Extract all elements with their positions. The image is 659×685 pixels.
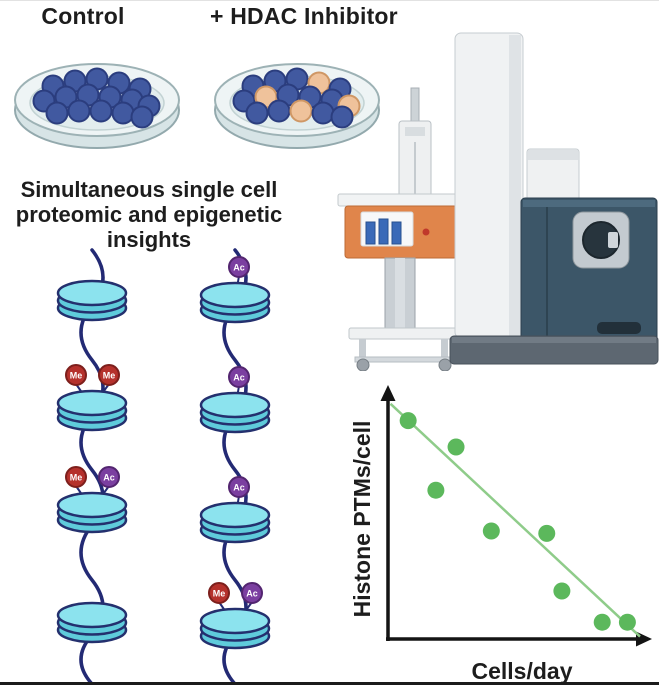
dish-cells-hdac — [232, 67, 361, 129]
nucleosome: Me Ac — [56, 466, 128, 534]
solvent-bottle — [391, 221, 402, 245]
hdac-dish — [214, 63, 380, 149]
scatter-plot: Histone PTMs/cell Cells/day — [350, 385, 652, 684]
nucleosome: Me Me — [56, 364, 128, 432]
mark-label: Ac — [246, 589, 258, 599]
treated-cell — [289, 99, 313, 123]
mark-label: Ac — [233, 263, 245, 273]
solvent-bottle — [365, 221, 376, 245]
cell — [89, 99, 113, 123]
ms-tower-shade — [509, 35, 521, 336]
lc-tower-window — [405, 127, 425, 136]
cart-leg — [441, 339, 448, 361]
trend-line — [389, 402, 641, 638]
mark-label: Ac — [103, 473, 115, 483]
cart-top — [348, 327, 460, 340]
control-label: Control — [41, 3, 125, 29]
mark-label: Ac — [233, 483, 245, 493]
ms-inlet-port — [582, 221, 620, 259]
acetyl-mark — [228, 366, 250, 388]
lc-autosampler — [337, 87, 461, 371]
hdac-inhibitor-label: + HDAC Inhibitor — [210, 3, 398, 29]
caption-line: Simultaneous single cell — [20, 177, 278, 202]
data-point — [593, 613, 611, 631]
acetyl-mark — [241, 582, 263, 604]
ms-body-top-strip — [523, 200, 655, 207]
methyl-mark — [208, 582, 230, 604]
lc-indicator-light — [422, 228, 430, 236]
nucleosome-disk — [56, 491, 128, 519]
cell — [45, 101, 69, 125]
nucleosome-disk — [199, 607, 271, 635]
cell — [130, 105, 154, 129]
data-point — [553, 582, 571, 600]
instruments-illustration — [337, 32, 659, 371]
lc-piston — [410, 87, 420, 127]
dish-cells-control — [32, 67, 161, 129]
data-point — [427, 481, 445, 499]
y-axis-label: Histone PTMs/cell — [350, 421, 375, 618]
nucleosome-disk — [199, 391, 271, 419]
cell — [67, 99, 91, 123]
ms-vent — [597, 322, 641, 334]
nucleosome-disk — [199, 281, 271, 309]
lc-shelf — [337, 193, 461, 207]
cart-wheel — [356, 358, 370, 371]
mass-spectrometer — [449, 32, 659, 365]
data-point — [482, 522, 500, 540]
solvent-bottle — [378, 218, 389, 245]
nucleosome: Me Ac — [199, 582, 271, 650]
cell — [267, 99, 291, 123]
nucleosome-disk — [199, 501, 271, 529]
petri-dishes — [14, 63, 380, 149]
mark-label: Me — [213, 589, 226, 599]
cart-wheel — [438, 358, 452, 371]
data-point — [447, 438, 465, 456]
nucleosome: Ac — [199, 476, 271, 544]
mark-label: Me — [70, 473, 83, 483]
acetyl-mark — [98, 466, 120, 488]
data-point — [618, 613, 636, 631]
x-axis-label: Cells/day — [472, 658, 573, 684]
cart-leg — [359, 339, 366, 361]
acetyl-mark — [228, 256, 250, 278]
control-dish — [14, 63, 180, 149]
cell — [245, 101, 269, 125]
ms-base-highlight — [452, 337, 656, 343]
nucleosome — [56, 279, 128, 322]
ms-port-detail — [608, 232, 618, 248]
methyl-mark — [65, 364, 87, 386]
data-point — [538, 524, 556, 542]
nucleosome: Ac — [199, 256, 271, 324]
caption-line: proteomic and epigenetic — [15, 202, 283, 227]
nucleosome-disk — [56, 279, 128, 307]
nucleosome — [56, 601, 128, 644]
mark-label: Ac — [233, 373, 245, 383]
ms-top-module-face — [528, 150, 578, 160]
mark-label: Me — [103, 371, 116, 381]
nucleosome-disk — [56, 389, 128, 417]
cell — [330, 105, 354, 129]
insights-caption: Simultaneous single cell proteomic and e… — [2, 177, 296, 252]
methyl-mark — [98, 364, 120, 386]
nucleosome: Ac — [199, 366, 271, 434]
nucleosome-disk — [56, 601, 128, 629]
acetyl-mark — [228, 476, 250, 498]
plot-axes — [380, 385, 652, 647]
cell — [111, 101, 135, 125]
methyl-mark — [65, 466, 87, 488]
data-point — [399, 412, 417, 430]
mark-label: Me — [70, 371, 83, 381]
scatter-points — [389, 402, 641, 638]
y-axis-arrow — [380, 385, 396, 401]
caption-line: insights — [106, 227, 192, 252]
lc-pedestal-face — [395, 258, 405, 329]
